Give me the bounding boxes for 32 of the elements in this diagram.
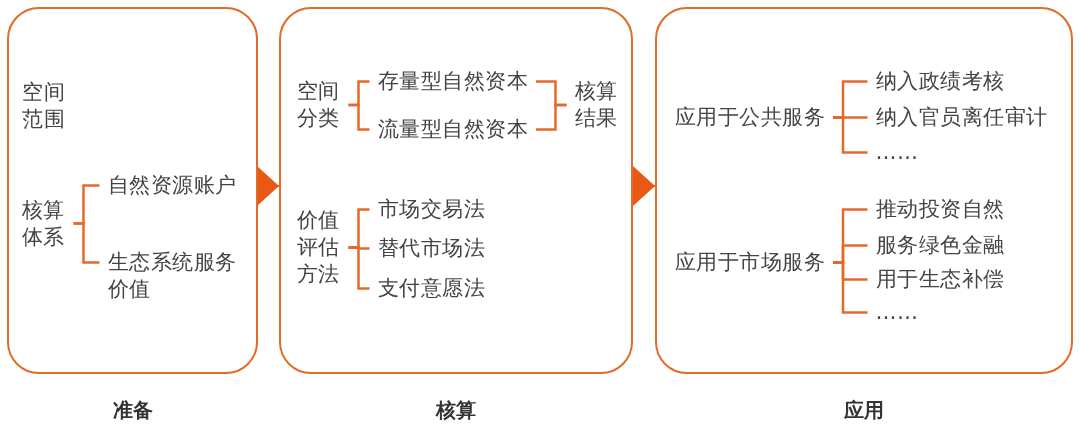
item-text: 存量型自然资本	[369, 68, 536, 95]
stage-title: 准备	[112, 397, 153, 423]
bracket-line	[536, 103, 567, 131]
item-text: 用于生态补偿	[867, 266, 1013, 293]
item-text: 推动投资自然	[867, 196, 1013, 223]
bracket-line	[833, 116, 868, 154]
bracket-line	[348, 246, 370, 290]
chevron-arrow	[632, 166, 656, 206]
stage-title: 核算	[436, 397, 476, 423]
item-text: 市场交易法	[369, 196, 493, 223]
item-text: 服务绿色金融	[867, 232, 1013, 259]
stage-title: 应用	[844, 397, 884, 423]
item-text: 空间范围	[21, 78, 66, 133]
item-text: 支付意愿法	[369, 275, 493, 302]
item-text: 纳入政绩考核	[867, 68, 1013, 95]
item-text: 应用于市场服务	[666, 249, 833, 276]
item-text: 自然资源账户	[99, 172, 245, 199]
item-text: ……	[867, 299, 927, 326]
chevron-arrow	[257, 166, 280, 206]
item-text: 纳入官员离任审计	[867, 104, 1056, 131]
bracket-line	[833, 261, 868, 314]
item-text: 核算结果	[566, 78, 627, 132]
item-text: 流量型自然资本	[369, 116, 536, 143]
bracket-line	[348, 103, 370, 131]
item-text: 核算体系	[13, 196, 74, 251]
bracket-line	[73, 222, 100, 264]
item-text: ……	[867, 139, 927, 166]
item-text: 替代市场法	[369, 235, 493, 262]
item-text: 生态系统服务价值	[99, 249, 252, 303]
item-text: 应用于公共服务	[666, 104, 833, 131]
item-text: 空间分类	[288, 78, 349, 132]
item-text: 价值评估方法	[288, 207, 349, 288]
